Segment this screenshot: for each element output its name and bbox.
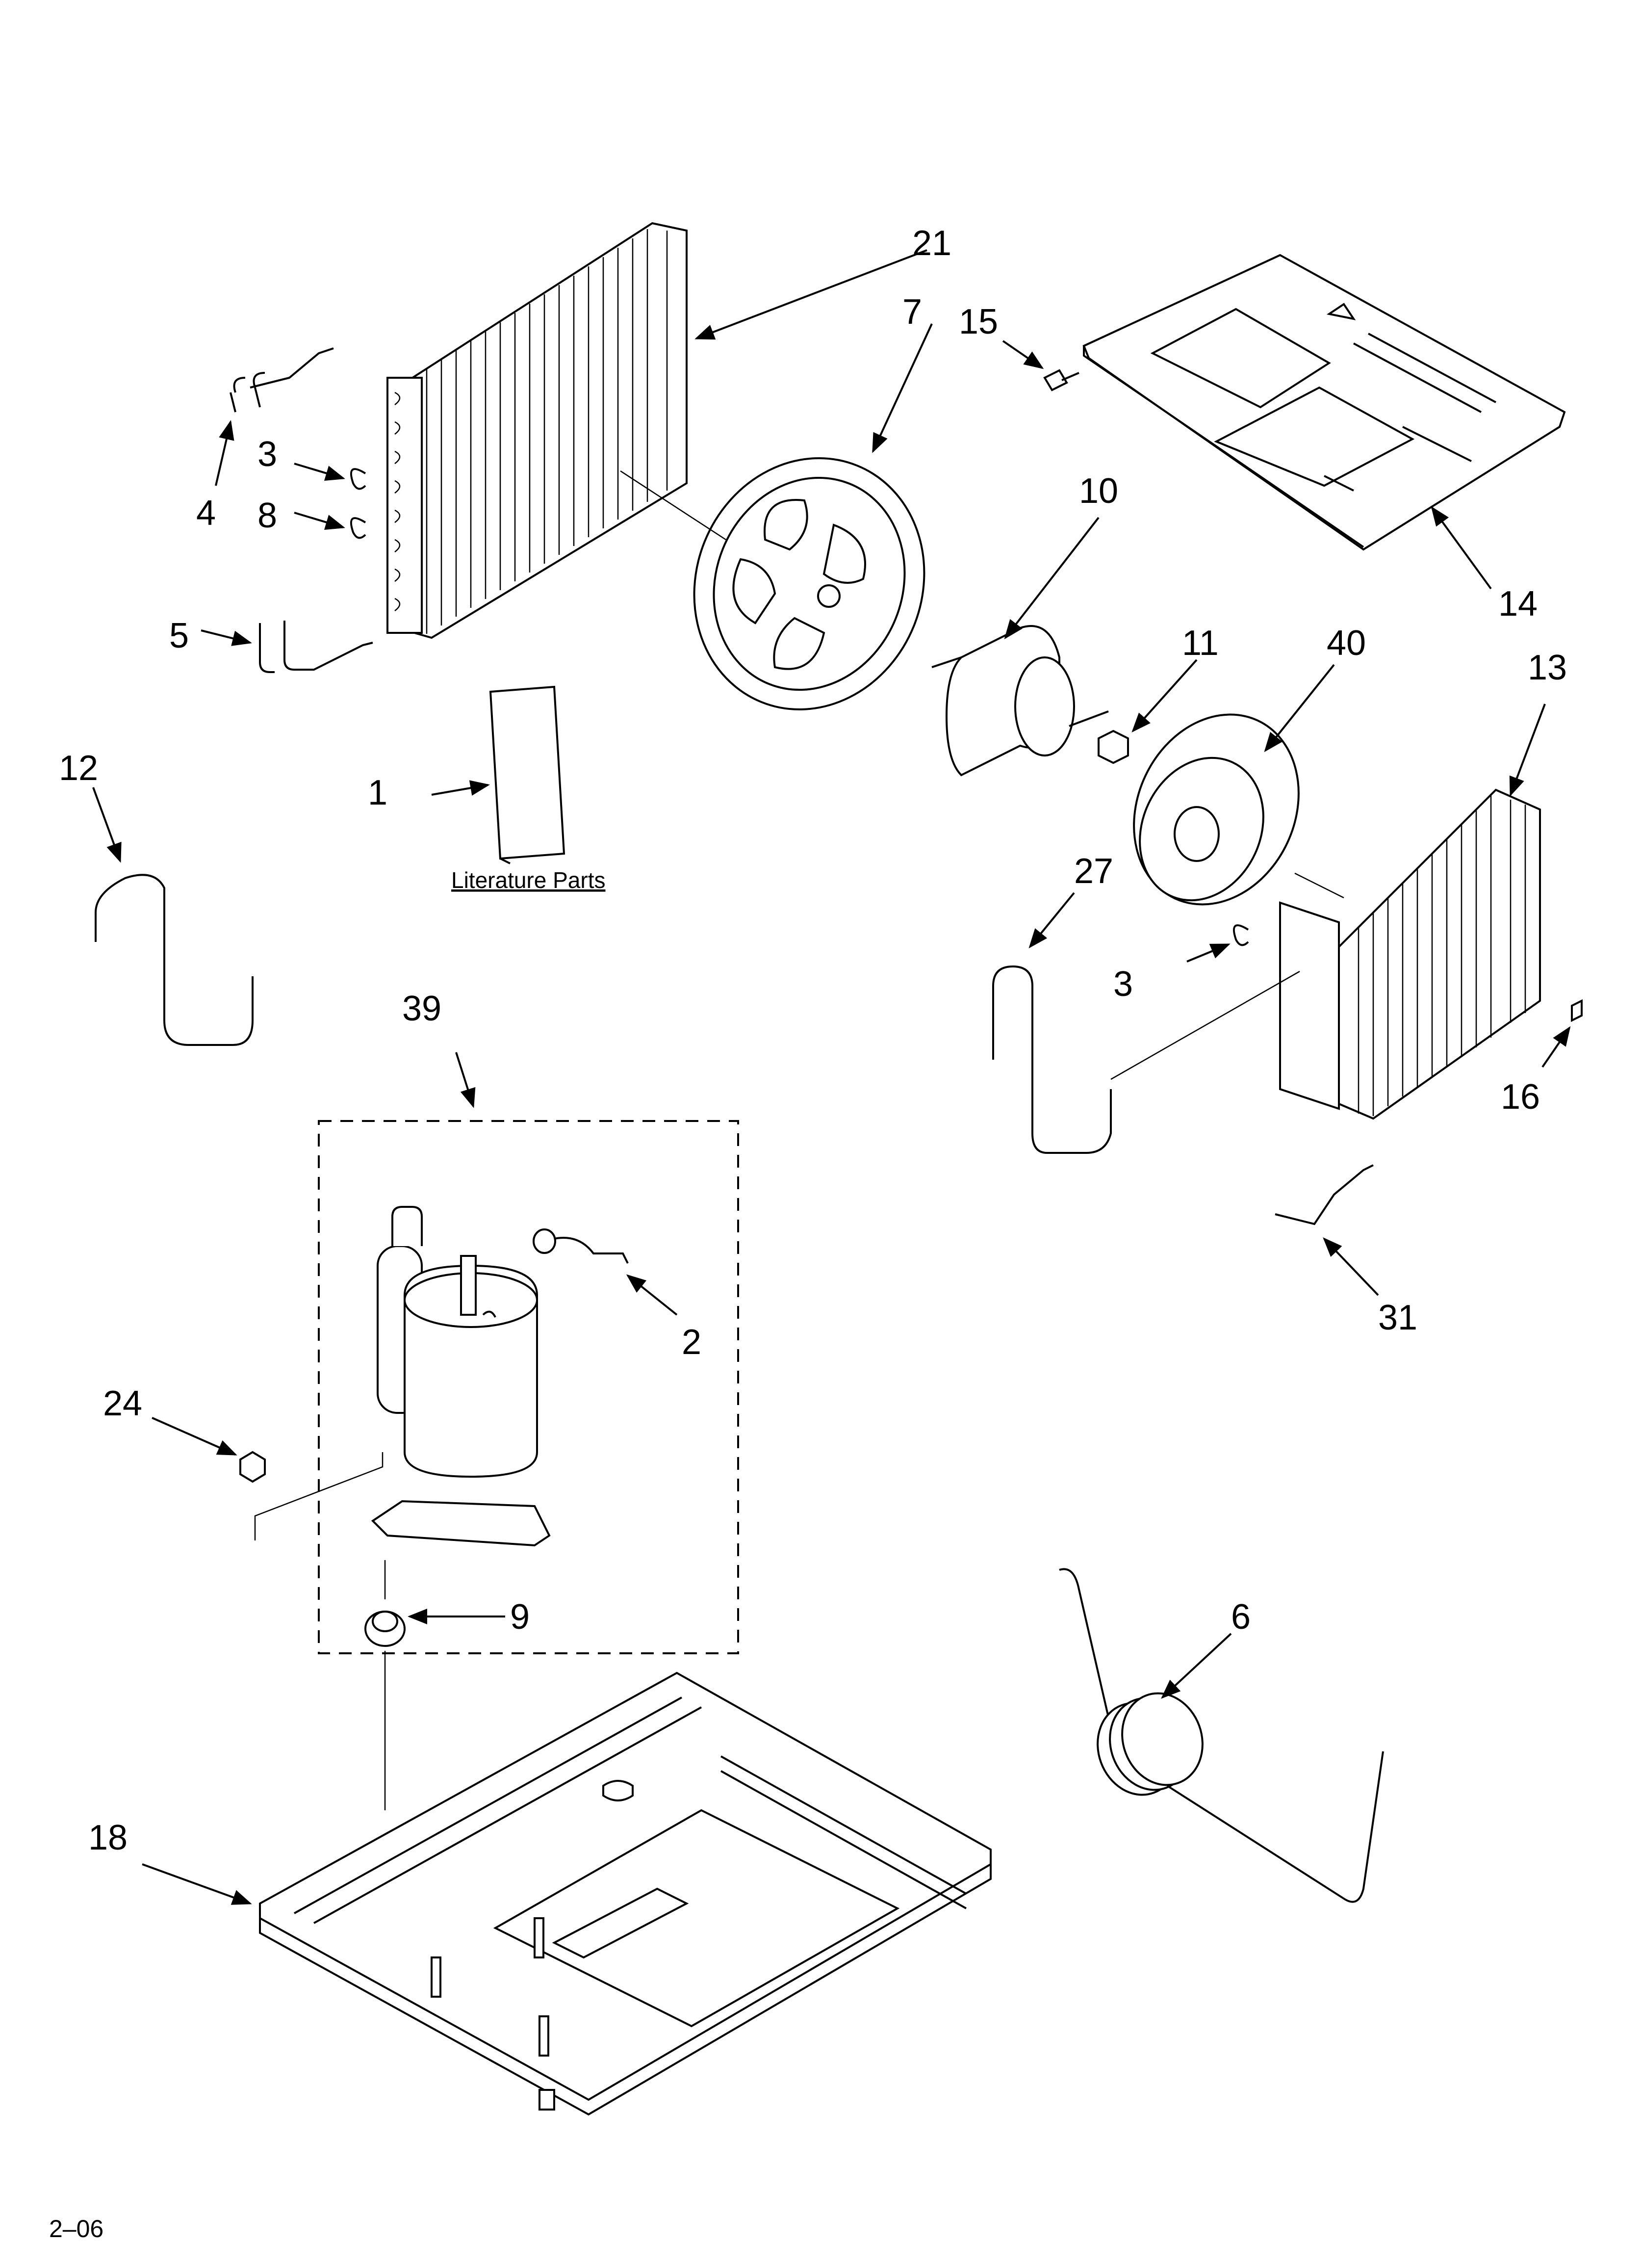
grommet-9: [364, 1611, 406, 1647]
blower-wheel: [1133, 713, 1300, 906]
nut-24: [239, 1451, 266, 1483]
callout-2: 2: [682, 1323, 701, 1362]
callout-24: 24: [103, 1384, 142, 1423]
condenser-coil: [386, 222, 688, 639]
compressor: [371, 1206, 551, 1547]
callout-15: 15: [959, 302, 998, 341]
callout-40: 40: [1327, 624, 1366, 663]
overload-protector: [533, 1228, 629, 1264]
callout-39: 39: [402, 989, 441, 1028]
callout-4: 4: [196, 494, 216, 533]
callout-14: 14: [1498, 584, 1538, 624]
coil-6: [1059, 1568, 1384, 1903]
callout-6: 6: [1231, 1597, 1251, 1637]
clip-3-right-icon: [1233, 924, 1249, 946]
callout-10: 10: [1079, 471, 1118, 511]
discharge-tube: [230, 347, 334, 413]
callout-12: 12: [59, 749, 98, 788]
top-cover: [1082, 254, 1566, 551]
footer-code: 2–06: [49, 2215, 103, 2242]
callout-13: 13: [1528, 648, 1567, 687]
nut-11: [1098, 730, 1129, 764]
suction-tube: [259, 621, 373, 673]
tube-31: [1275, 1164, 1374, 1225]
fan-motor: [931, 625, 1109, 777]
callout-7: 7: [902, 292, 922, 332]
callout-31: 31: [1378, 1298, 1417, 1337]
callout-18: 18: [88, 1818, 128, 1857]
literature-parts-label: Literature Parts: [451, 867, 605, 893]
callout-5: 5: [169, 616, 189, 655]
callout-21: 21: [912, 224, 951, 263]
callout-27: 27: [1074, 852, 1113, 891]
literature-booklet: [489, 685, 565, 864]
callout-3-right: 3: [1113, 965, 1133, 1004]
capillary-tube-27: [992, 965, 1112, 1154]
callout-3-left: 3: [257, 435, 277, 474]
clip-8-icon: [350, 517, 366, 539]
screw-15: [1043, 369, 1079, 391]
tube-12: [95, 874, 254, 1046]
clip-3-icon: [350, 468, 366, 490]
evaporator-coil: [1279, 788, 1541, 1120]
fan-shroud: [693, 457, 925, 711]
base-pan: [259, 1671, 992, 2116]
bracket-16: [1571, 999, 1583, 1022]
callout-16: 16: [1501, 1077, 1540, 1117]
callout-1: 1: [368, 773, 387, 812]
callout-9: 9: [510, 1597, 530, 1637]
callout-11: 11: [1182, 624, 1219, 663]
callout-8: 8: [257, 496, 277, 535]
